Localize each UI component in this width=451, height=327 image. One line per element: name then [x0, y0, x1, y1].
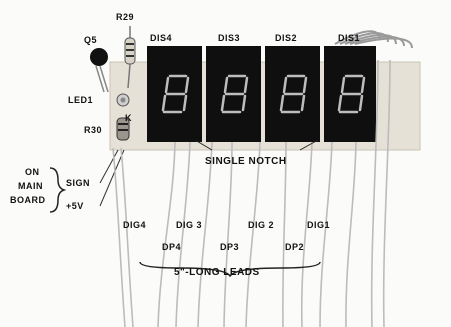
label-dis4: DIS4 — [150, 33, 173, 43]
label-dp4: DP4 — [162, 242, 182, 252]
label-dig2: DIG 2 — [248, 220, 275, 230]
leads-brace — [139, 261, 321, 278]
label-dig4: DIG4 — [123, 220, 147, 230]
label-k: K — [125, 113, 132, 123]
board-bracket — [49, 167, 67, 213]
ribbon-wires — [334, 30, 413, 49]
label-long-leads: 5"-LONG LEADS — [174, 267, 260, 278]
digit-1-segments — [337, 74, 366, 114]
resistor-r29 — [124, 26, 136, 89]
label-dig3: DIG 3 — [176, 220, 203, 230]
label-dis1: DIS1 — [338, 33, 361, 43]
label-single-notch: SINGLE NOTCH — [205, 156, 287, 167]
notch-pointer-right — [299, 139, 319, 151]
label-dp3: DP3 — [220, 242, 240, 252]
digit-4-segments — [161, 74, 190, 114]
label-q5: Q5 — [84, 35, 98, 45]
sign-pointer — [99, 149, 119, 184]
label-on: ON — [25, 167, 40, 177]
label-main: MAIN — [18, 181, 43, 191]
resistor-r30 — [116, 117, 130, 141]
transistor-q5 — [90, 48, 109, 93]
digit-3-segments — [220, 74, 249, 114]
label-board: BOARD — [10, 195, 46, 205]
plus5v-pointer — [99, 149, 125, 207]
label-r29: R29 — [116, 12, 135, 22]
label-led1: LED1 — [68, 95, 94, 105]
wire-leads — [112, 59, 391, 327]
label-r30: R30 — [84, 125, 103, 135]
label-dig1: DIG1 — [307, 220, 331, 230]
label-dis2: DIS2 — [275, 33, 298, 43]
digit-2-segments — [279, 74, 308, 114]
label-dp2: DP2 — [285, 242, 305, 252]
label-dis3: DIS3 — [218, 33, 241, 43]
led1-component — [116, 93, 130, 107]
notch-pointer-left — [194, 139, 213, 151]
label-sign: SIGN — [66, 178, 91, 188]
label-plus5v: +5V — [66, 201, 84, 211]
segment-digits — [161, 74, 366, 114]
